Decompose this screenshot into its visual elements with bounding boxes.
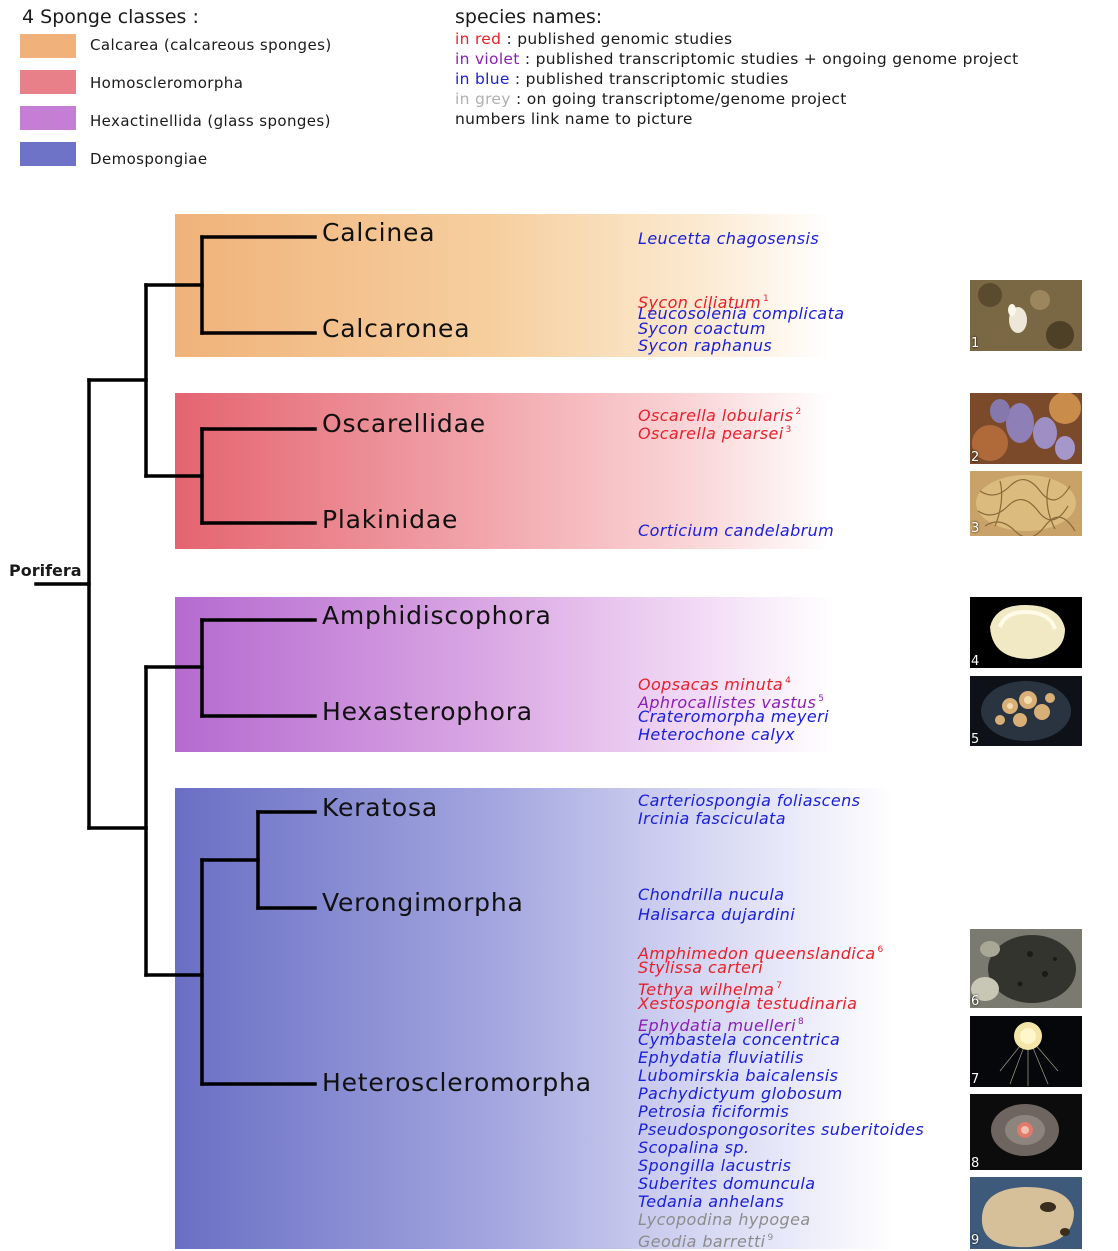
- species-label: Tedania anhelans: [638, 1192, 784, 1211]
- photo-3-oscarella-pearsei: [970, 471, 1082, 536]
- species-name: Pseudospongosorites suberitoides: [638, 1121, 924, 1139]
- clade-heteroscleromorpha: Heteroscleromorpha: [322, 1068, 592, 1097]
- species-label: Lycopodina hypogea: [638, 1210, 811, 1229]
- photo-number-1: 1: [971, 336, 979, 351]
- species-name: Lubomirskia baicalensis: [638, 1067, 838, 1085]
- photo-4-oopsacas-minuta: [970, 597, 1082, 668]
- species-label: Halisarca dujardini: [638, 905, 795, 924]
- species-name: Corticium candelabrum: [638, 522, 834, 540]
- species-label: Oscarella pearsei: [638, 424, 784, 443]
- species-name: Ephydatia fluviatilis: [638, 1049, 804, 1067]
- species-photo-ref: 6: [878, 945, 884, 955]
- species-name: Crateromorpha meyeri: [638, 708, 829, 726]
- clade-plakinidae: Plakinidae: [322, 505, 458, 534]
- species-label: Lubomirskia baicalensis: [638, 1066, 838, 1085]
- species-name: Pachydictyum globosum: [638, 1085, 843, 1103]
- species-label: Pseudospongosorites suberitoides: [638, 1120, 924, 1139]
- photo-5-aphrocallistes-vastus: [970, 676, 1082, 746]
- species-label: Carteriospongia foliascens: [638, 791, 860, 810]
- species-name: Sycon raphanus: [638, 337, 772, 355]
- species-name: Tedania anhelans: [638, 1193, 784, 1211]
- species-name: Cymbastela concentrica: [638, 1031, 840, 1049]
- species-label: Pachydictyum globosum: [638, 1084, 843, 1103]
- photo-6-amphimedon-queenslandica: [970, 929, 1082, 1008]
- species-label: Cymbastela concentrica: [638, 1030, 840, 1049]
- photo-number-7: 7: [971, 1072, 979, 1087]
- clade-keratosa: Keratosa: [322, 793, 438, 822]
- photo-2-oscarella-lobularis: [970, 393, 1082, 464]
- species-photo-ref: 3: [786, 425, 792, 435]
- photo-7-tethya-wilhelma: [970, 1016, 1082, 1087]
- species-name: Scopalina sp.: [638, 1139, 749, 1157]
- species-label: Petrosia ficiformis: [638, 1102, 789, 1121]
- photo-number-8: 8: [971, 1156, 979, 1171]
- species-label: Spongilla lacustris: [638, 1156, 791, 1175]
- species-name: Chondrilla nucula: [638, 886, 784, 904]
- clade-calcinea: Calcinea: [322, 218, 435, 247]
- species-label: Stylissa carteri: [638, 958, 763, 977]
- clade-oscarellidae: Oscarellidae: [322, 409, 486, 438]
- species-label: Suberites domuncula: [638, 1174, 815, 1193]
- species-name: Petrosia ficiformis: [638, 1103, 789, 1121]
- species-label: Corticium candelabrum: [638, 521, 834, 540]
- species-label: Crateromorpha meyeri: [638, 707, 829, 726]
- photo-9-geodia-barretti: [970, 1177, 1082, 1249]
- species-label: Heterochone calyx: [638, 725, 795, 744]
- species-name: Lycopodina hypogea: [638, 1211, 811, 1229]
- species-label: Ephydatia fluviatilis: [638, 1048, 804, 1067]
- clade-amphidiscophora: Amphidiscophora: [322, 601, 552, 630]
- species-label: Xestospongia testudinaria: [638, 994, 857, 1013]
- species-name: Stylissa carteri: [638, 959, 763, 977]
- species-name: Halisarca dujardini: [638, 906, 795, 924]
- root-label-porifera: Porifera: [9, 561, 82, 580]
- species-photo-ref: 7: [776, 981, 782, 991]
- species-label: Geodia barretti: [638, 1232, 765, 1251]
- species-photo-ref: 4: [785, 676, 791, 686]
- photo-1-sycon-ciliatum: [970, 280, 1082, 351]
- photo-number-6: 6: [971, 994, 979, 1009]
- species-label: Sycon raphanus: [638, 336, 772, 355]
- species-name: Spongilla lacustris: [638, 1157, 791, 1175]
- species-photo-ref: 2: [795, 407, 801, 417]
- photo-number-9: 9: [971, 1233, 979, 1248]
- species-name: Suberites domuncula: [638, 1175, 815, 1193]
- species-name: Leucetta chagosensis: [638, 230, 819, 248]
- clade-calcaronea: Calcaronea: [322, 314, 470, 343]
- photo-number-5: 5: [971, 732, 979, 747]
- photo-8-ephydatia-muelleri: [970, 1094, 1082, 1170]
- photo-number-3: 3: [971, 521, 979, 536]
- species-photo-ref: 8: [798, 1017, 804, 1027]
- species-label: Chondrilla nucula: [638, 885, 784, 904]
- clade-verongimorpha: Verongimorpha: [322, 888, 524, 917]
- species-name: Carteriospongia foliascens: [638, 792, 860, 810]
- species-label: Ircinia fasciculata: [638, 809, 786, 828]
- species-label: Scopalina sp.: [638, 1138, 749, 1157]
- photo-number-4: 4: [971, 654, 979, 669]
- clade-hexasterophora: Hexasterophora: [322, 697, 533, 726]
- species-label: Leucetta chagosensis: [638, 229, 819, 248]
- species-name: Ircinia fasciculata: [638, 810, 786, 828]
- species-photo-ref: 5: [818, 694, 824, 704]
- species-name: Xestospongia testudinaria: [638, 995, 857, 1013]
- species-photo-ref: 9: [767, 1233, 773, 1243]
- species-photo-ref: 1: [763, 294, 769, 304]
- photo-number-2: 2: [971, 450, 979, 465]
- species-name: Heterochone calyx: [638, 726, 795, 744]
